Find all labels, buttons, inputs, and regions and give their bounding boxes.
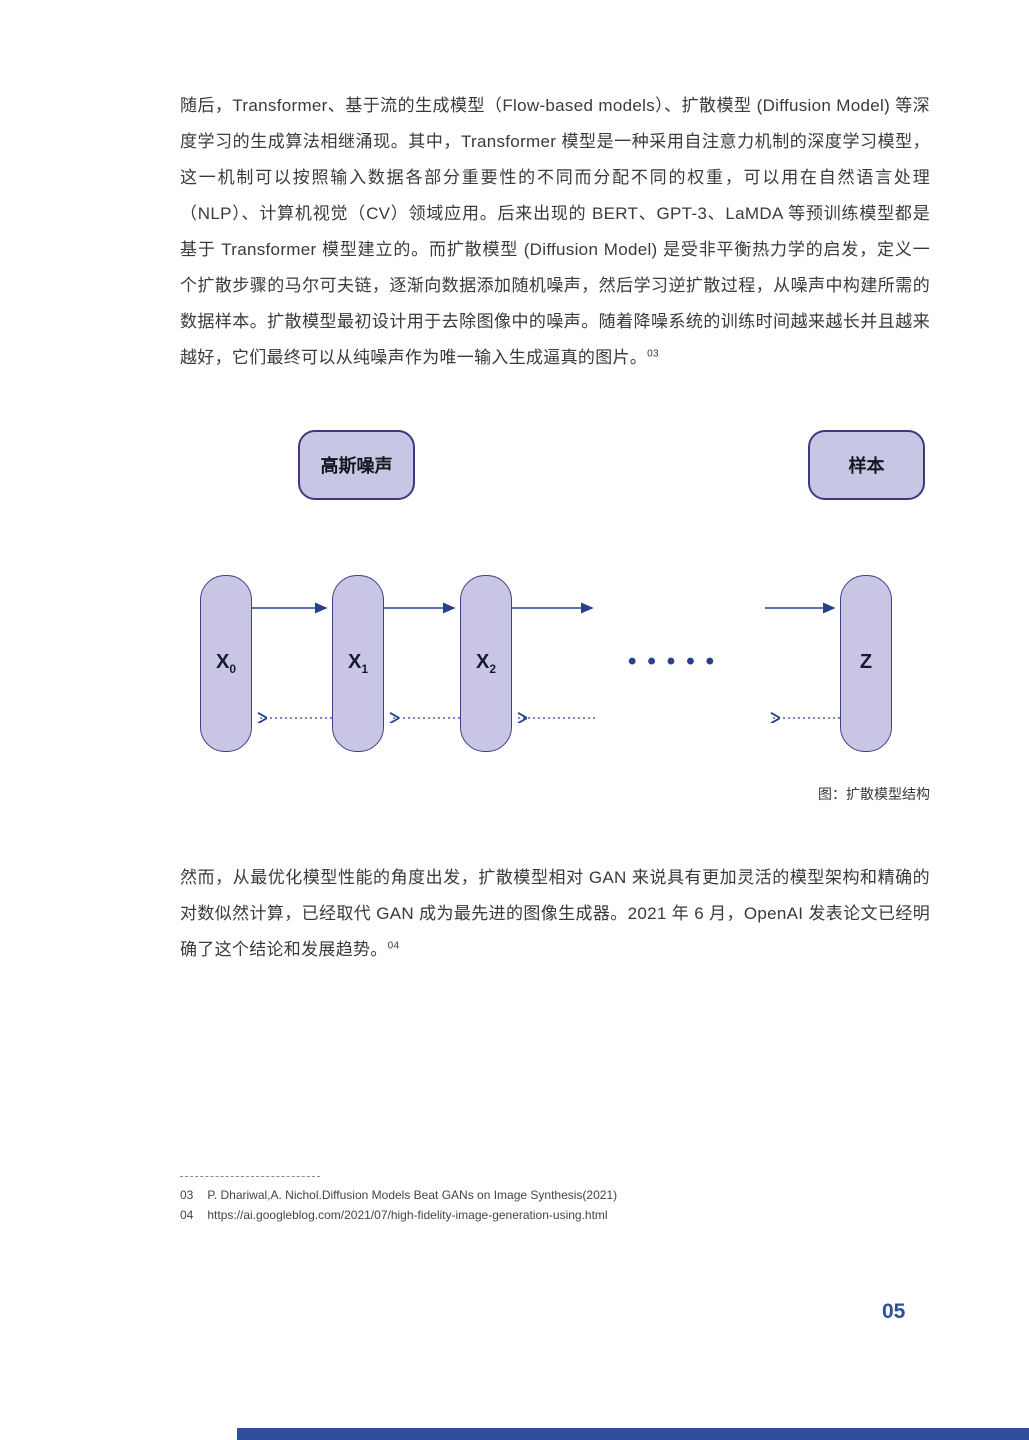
- footnote-03-number: 03: [180, 1188, 194, 1202]
- page-number: 05: [882, 1300, 906, 1323]
- node-x2-label: X2: [475, 651, 497, 676]
- node-z-label: Z: [859, 651, 873, 673]
- paragraph-2-text: 然而，从最优化模型性能的角度出发，扩散模型相对 GAN 来说具有更加灵活的模型架…: [180, 868, 930, 959]
- footnote-04-text: https://ai.googleblog.com/2021/07/high-f…: [207, 1208, 608, 1222]
- footnote-ref-03: 03: [647, 348, 659, 360]
- paragraph-2: 然而，从最优化模型性能的角度出发，扩散模型相对 GAN 来说具有更加灵活的模型架…: [180, 860, 930, 968]
- diffusion-node-z: Z: [840, 575, 892, 752]
- node-x0-label: X0: [215, 651, 237, 676]
- footnote-03: 03 P. Dhariwal,A. Nichol.Diffusion Model…: [180, 1185, 930, 1205]
- footnote-ref-04: 04: [387, 940, 400, 952]
- node-x1-label: X1: [347, 651, 369, 676]
- footnote-03-text: P. Dhariwal,A. Nichol.Diffusion Models B…: [207, 1188, 618, 1202]
- sample-box: 样本: [808, 430, 925, 500]
- gaussian-noise-box: 高斯噪声: [298, 430, 415, 500]
- footnotes-section: 03 P. Dhariwal,A. Nichol.Diffusion Model…: [180, 1176, 930, 1225]
- diffusion-model-diagram: 高斯噪声 样本 X0 X1 X2 Z ••••• 图：扩散模型结构: [180, 420, 930, 820]
- paragraph-1: 随后，Transformer、基于流的生成模型（Flow-based model…: [180, 88, 930, 376]
- gaussian-noise-label: 高斯噪声: [320, 456, 393, 476]
- diagram-arrows: [252, 602, 840, 820]
- diagram-caption: 图：扩散模型结构: [818, 786, 930, 802]
- diffusion-node-x1: X1: [332, 575, 384, 752]
- paragraph-1-text: 随后，Transformer、基于流的生成模型（Flow-based model…: [180, 96, 930, 367]
- footnote-04: 04 https://ai.googleblog.com/2021/07/hig…: [180, 1205, 930, 1225]
- diffusion-node-x2: X2: [460, 575, 512, 752]
- sample-label: 样本: [848, 456, 885, 476]
- ellipsis-dots: •••••: [628, 648, 726, 675]
- footnote-divider: [180, 1176, 320, 1177]
- diffusion-node-x0: X0: [200, 575, 252, 752]
- footer-accent-bar: [237, 1428, 1029, 1440]
- footnote-04-number: 04: [180, 1208, 194, 1222]
